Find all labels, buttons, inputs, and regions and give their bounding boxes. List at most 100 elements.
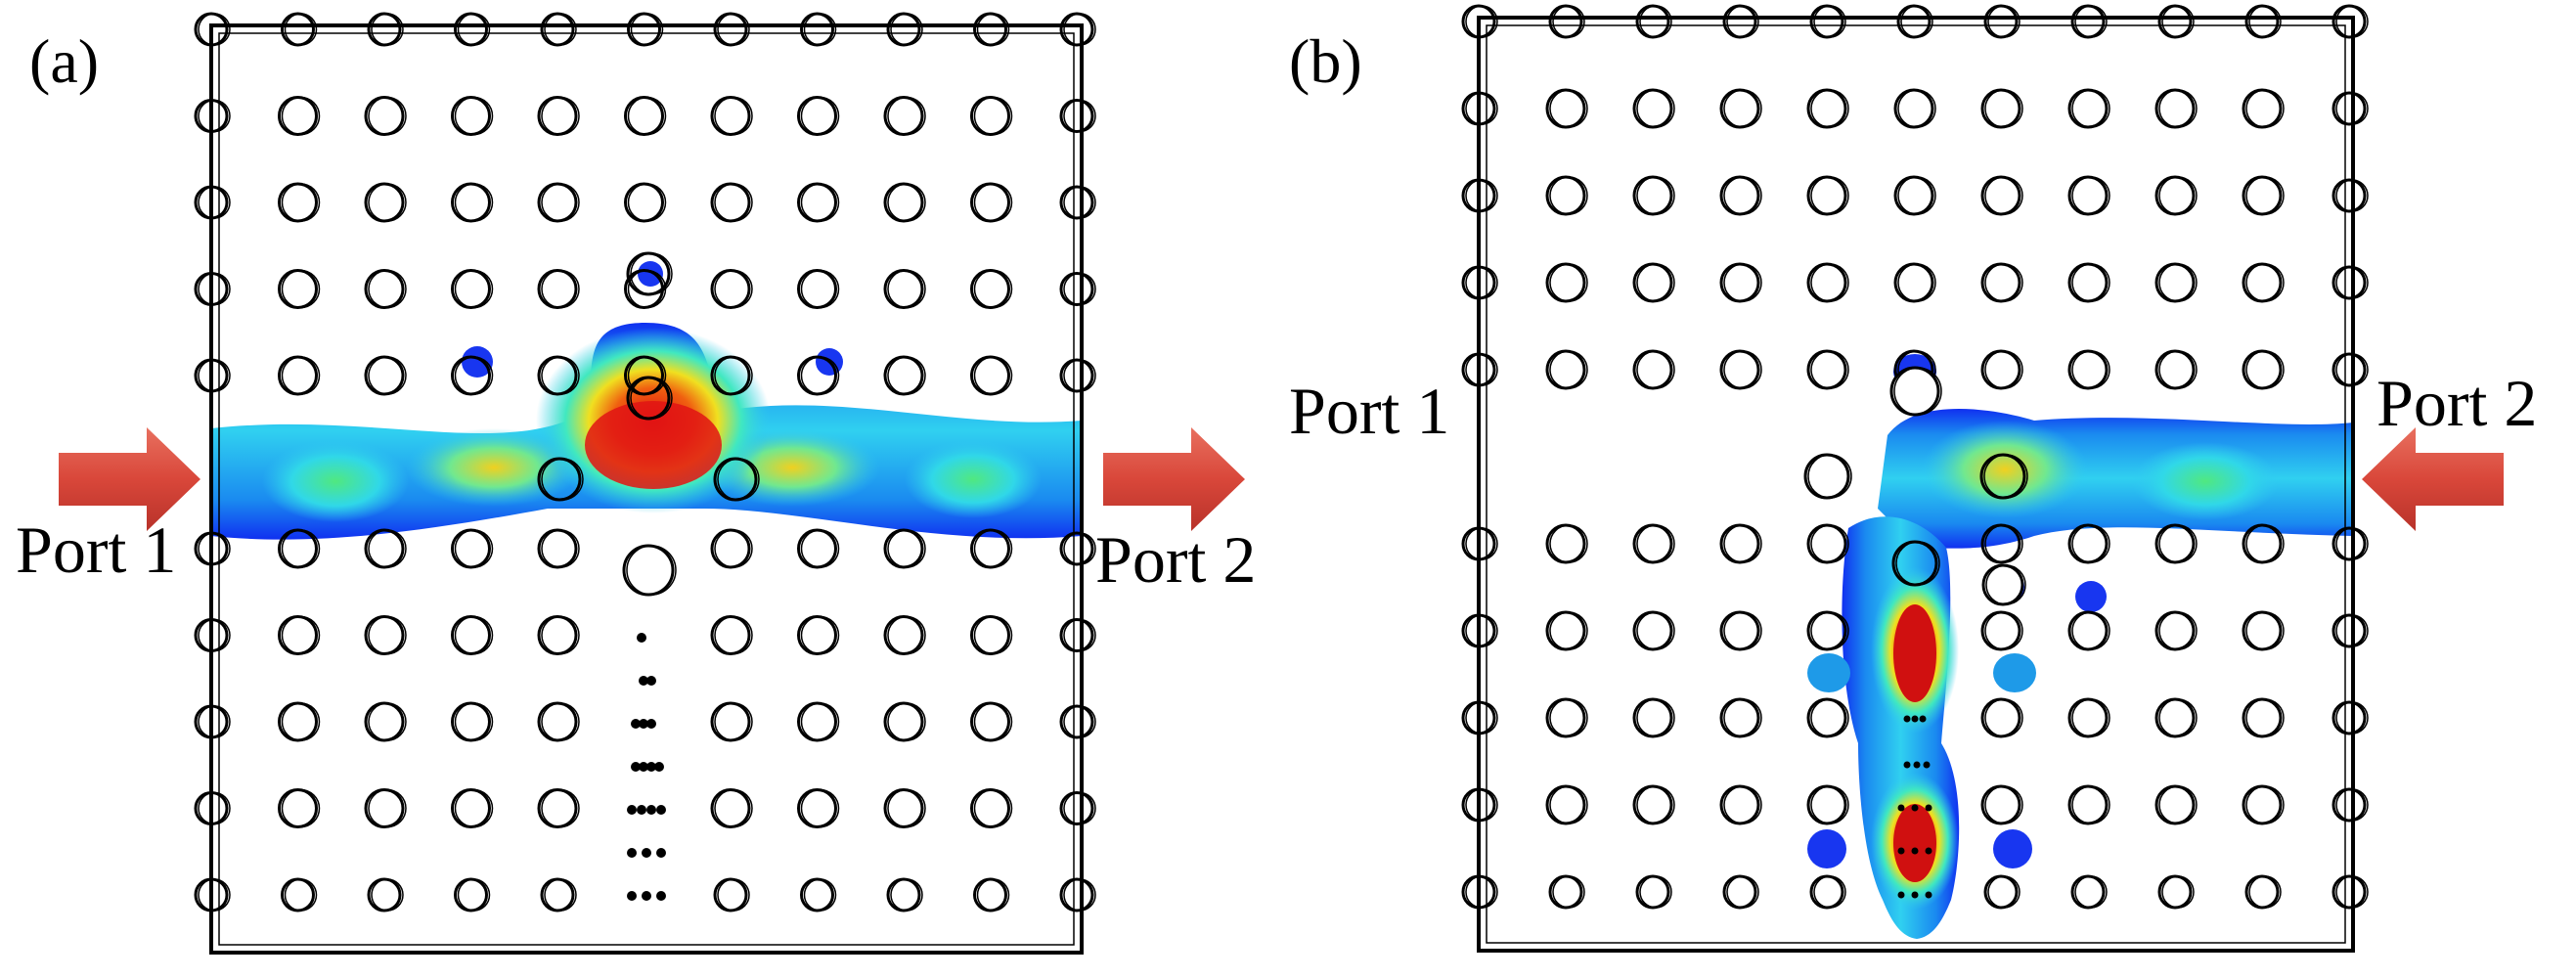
rod-a-shadow [541, 702, 580, 741]
rod-a [364, 355, 405, 396]
defect-dot-a [642, 848, 651, 858]
rod-a-shadow [714, 788, 753, 828]
defect-dots-b [1897, 715, 1932, 899]
rod-b [1806, 784, 1847, 825]
rod-b-shadow [2248, 5, 2282, 38]
rod-b-shadow [1636, 263, 1675, 302]
rod-a-shadow [800, 183, 840, 222]
rod-a [886, 877, 921, 912]
rod-b [1806, 610, 1847, 651]
rod-a-shadow [198, 272, 231, 306]
rod-b [2332, 787, 2367, 823]
rod-b [1632, 523, 1673, 564]
rod-a-shadow [368, 96, 407, 136]
rod-a [710, 269, 751, 309]
defect-dot-a [627, 848, 637, 858]
rod-a [797, 269, 837, 309]
rod-a-shadow [198, 878, 231, 912]
rod-a [886, 12, 921, 47]
rod-b [2067, 262, 2109, 303]
rod-b [2154, 175, 2196, 216]
rod-a-shadow [887, 356, 926, 395]
defect-dot-a [656, 891, 666, 901]
defect-dot-b [1903, 761, 1911, 769]
rod-b-shadow [1636, 89, 1675, 128]
rod-b-corner-shadow [1983, 454, 2028, 499]
rod-a [367, 12, 402, 47]
defect-dot-b [1911, 715, 1919, 723]
rod-b [1980, 262, 2021, 303]
rod-a-shadow [454, 529, 494, 568]
rod-a [451, 269, 491, 309]
rod-b-white-shadow [1985, 564, 2026, 605]
rod-a [970, 96, 1010, 136]
rod-b-top [1889, 366, 1940, 417]
rod-b [2332, 265, 2367, 300]
rod-b-shadow [1984, 698, 2023, 737]
rod-b-shadow [1987, 875, 2021, 909]
rod-a [451, 182, 491, 223]
rod-b-shadow [1465, 701, 1498, 734]
rod-a-shadow [887, 702, 926, 741]
rod-b-white [1981, 563, 2024, 606]
rod-a [1059, 704, 1094, 739]
rod-b [1806, 262, 1847, 303]
rod-a [883, 528, 924, 569]
rod-b [1719, 784, 1760, 825]
rod-b-shadow [1636, 698, 1675, 737]
rod-b [2242, 88, 2283, 129]
defect-dot-a [654, 762, 664, 772]
rod-b [1632, 349, 1673, 390]
rod-a [537, 96, 578, 136]
rod-b-shadow [1984, 611, 2023, 650]
rod-a-shadow [973, 96, 1013, 136]
rod-b-defect [1803, 453, 1850, 500]
rod-b-shadow [2245, 785, 2285, 824]
rod-b-shadow [1549, 698, 1588, 737]
rod-a [1059, 877, 1094, 912]
rod-b [2332, 613, 2367, 648]
rod-a-shadow [630, 13, 664, 46]
rod-a-shadow [281, 269, 321, 309]
rod-b [2067, 88, 2109, 129]
rod-a-shadow [541, 269, 580, 309]
rod-b [2067, 175, 2109, 216]
rod-b-shadow [1723, 785, 1762, 824]
rod-a-shadow [887, 529, 926, 568]
rod-b-shadow [1549, 785, 1588, 824]
rod-b [2154, 784, 2196, 825]
rod-a [970, 355, 1010, 396]
field-map-a [211, 261, 1082, 540]
rod-b [1806, 349, 1847, 390]
rod-b [1980, 610, 2021, 651]
rod-a [973, 12, 1007, 47]
rod-a [797, 615, 837, 655]
rod-b-shadow [2248, 875, 2282, 909]
rod-b [2154, 523, 2196, 564]
rod-b-shadow [1723, 263, 1762, 302]
rod-b-shadow [2158, 611, 2198, 650]
rod-a-shadow [198, 705, 231, 738]
rod-a [970, 182, 1010, 223]
rod-a [454, 877, 488, 912]
rod-b [1983, 874, 2019, 910]
rod-a-shadow [457, 878, 491, 912]
port1-label-a: Port 1 [16, 512, 176, 587]
rod-a-center-shadow [630, 377, 673, 420]
rod-b [1545, 175, 1586, 216]
rod-a-shadow [541, 788, 580, 828]
rod-a-shadow [800, 269, 840, 309]
rod-a-shadow [281, 702, 321, 741]
rod-a [364, 701, 405, 742]
rod-a [797, 701, 837, 742]
rod-a [451, 615, 491, 655]
rod-a [278, 701, 318, 742]
arrow-port2-a [1103, 427, 1245, 531]
rod-b-shadow [1900, 5, 1933, 38]
rod-b [1806, 697, 1847, 738]
rod-b-shadow [1723, 176, 1762, 215]
rod-b [1722, 874, 1757, 910]
rod-a [710, 182, 751, 223]
rod-b [1893, 88, 1934, 129]
